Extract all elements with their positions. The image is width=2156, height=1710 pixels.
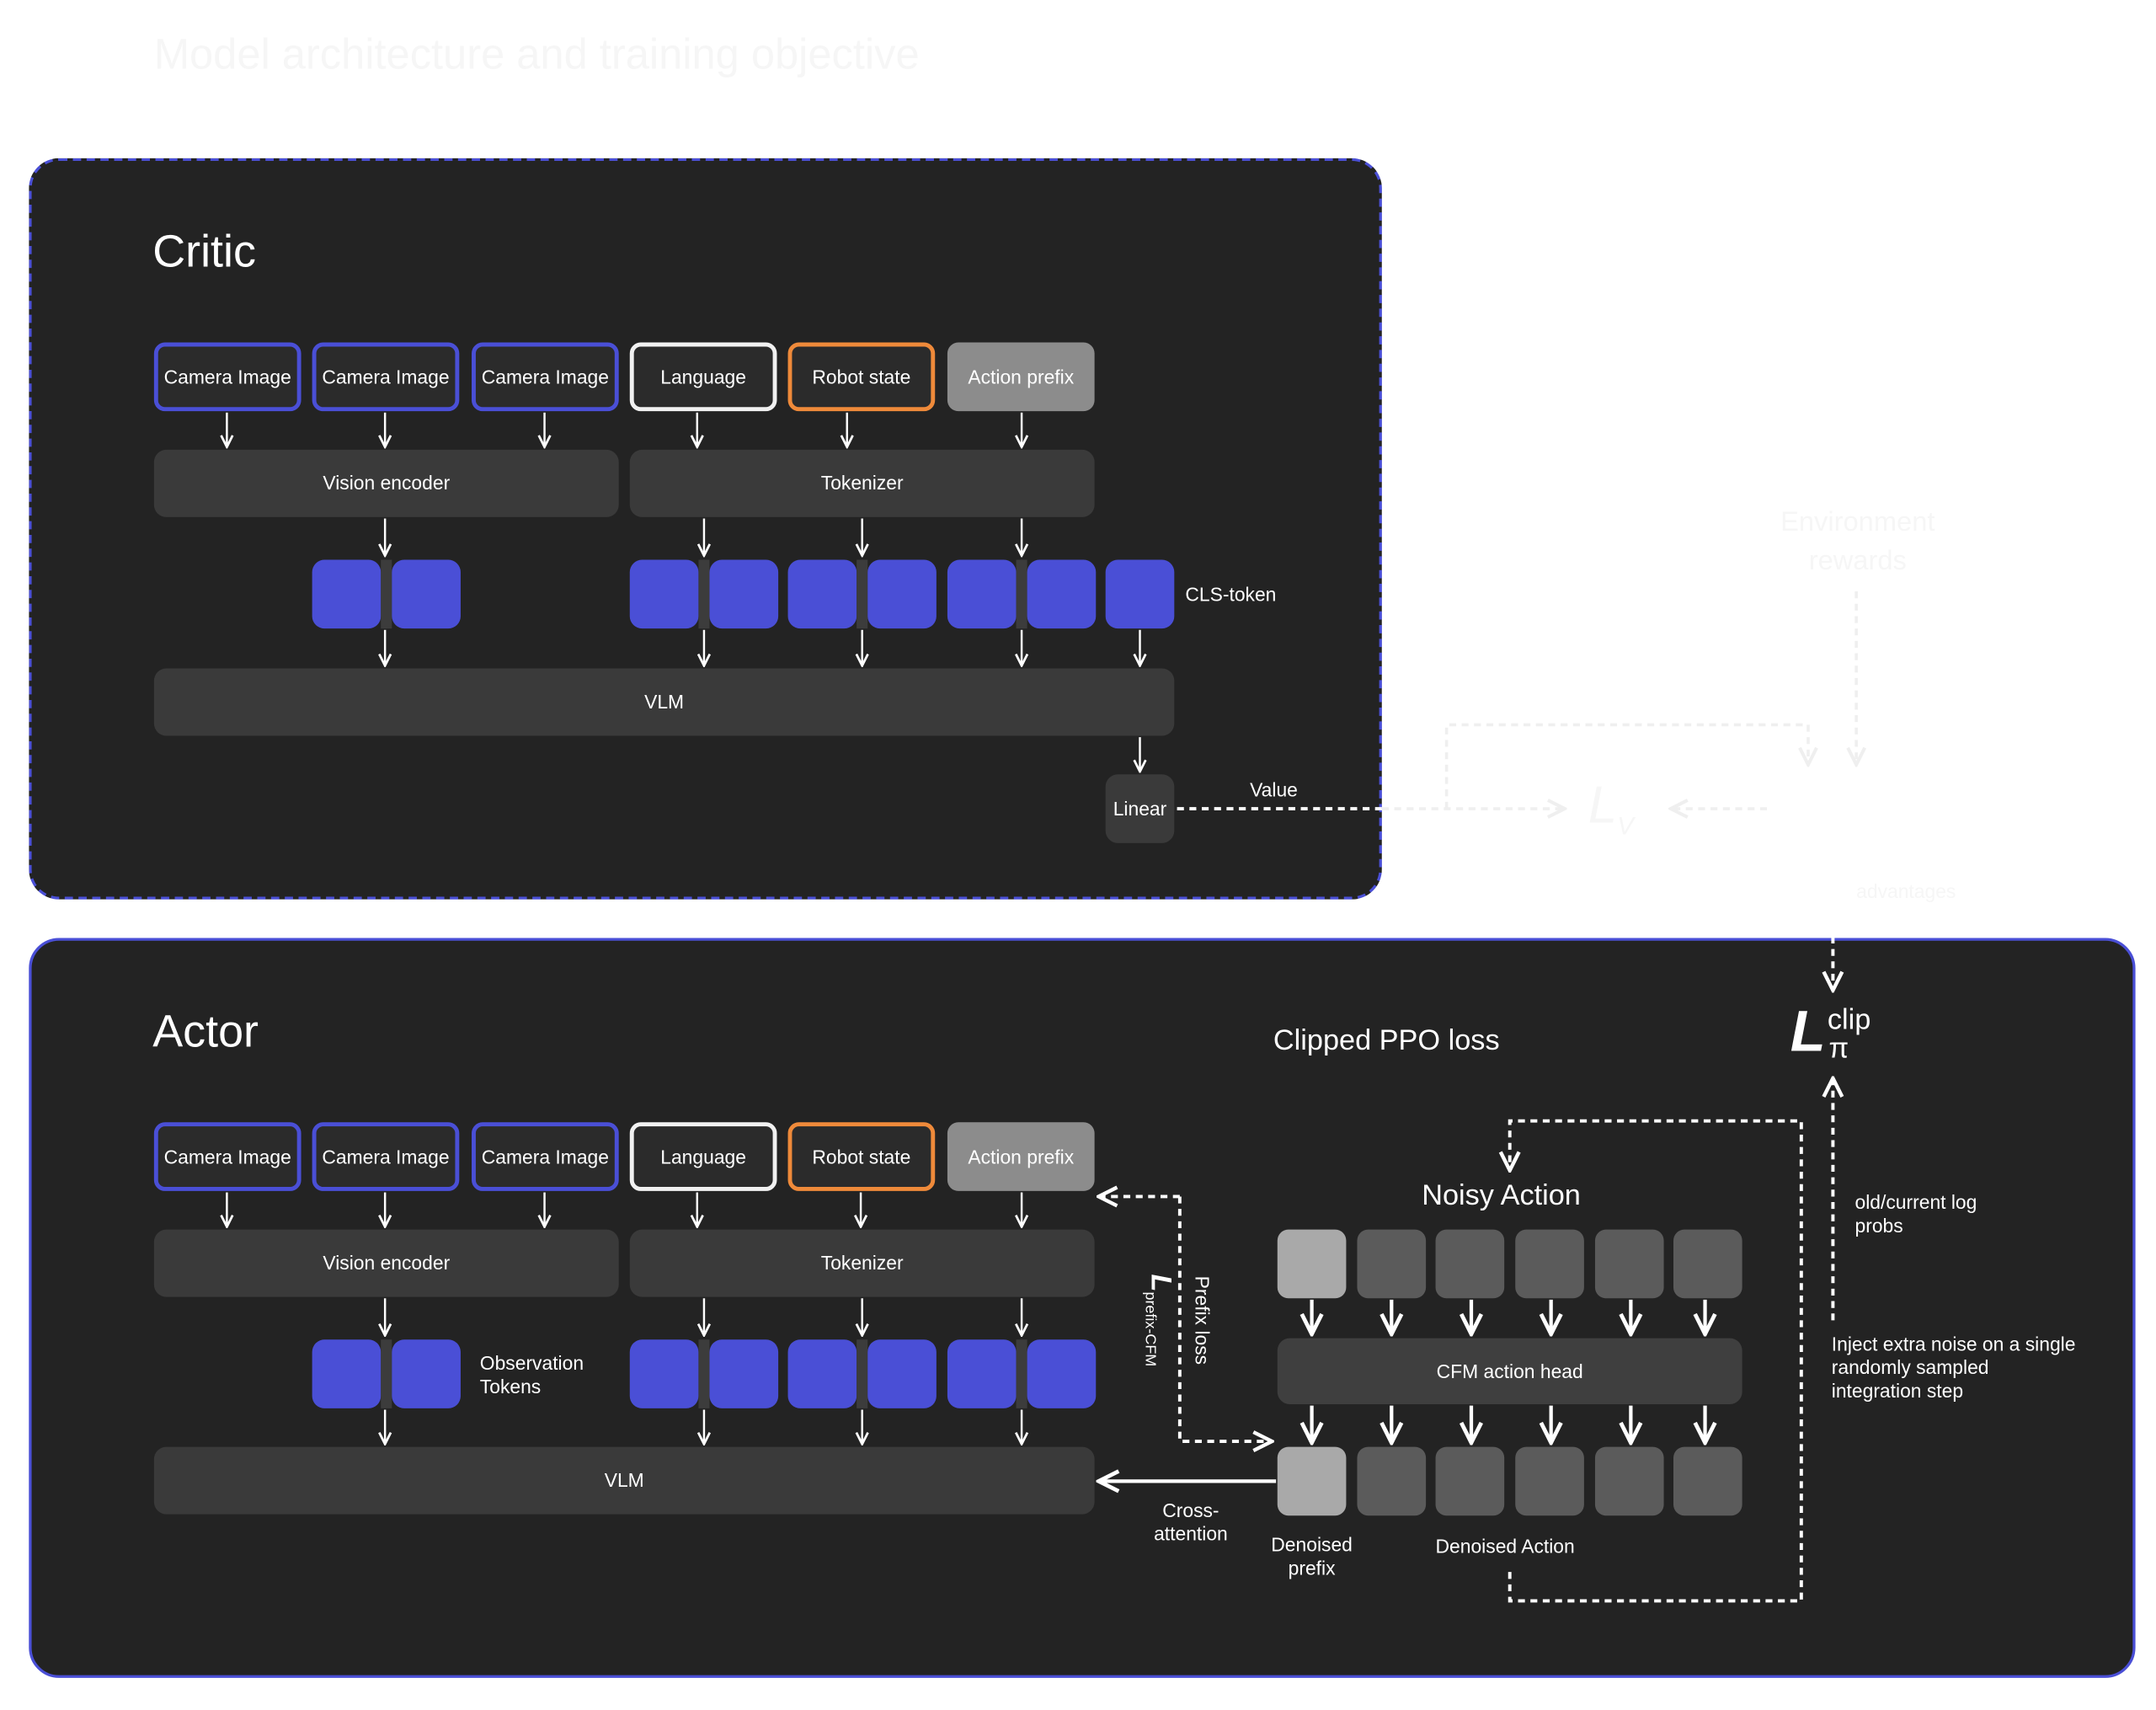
page-title: Model architecture and training objectiv… [153,29,920,79]
actor-vision-encoder: Vision encoder [153,1229,619,1297]
noisy-action-label: Noisy Action [1422,1179,1581,1212]
token-notch [698,559,710,629]
actor-input-action-prefix: Action prefix [947,1122,1095,1191]
actor-token [867,1339,937,1408]
token-notch [857,1339,868,1408]
noisy-action-step [1435,1229,1505,1299]
actor-input-language: Language [629,1122,777,1191]
token-notch [857,559,868,629]
advantages-label: advantages [1856,879,1956,903]
noisy-action-step [1515,1229,1584,1299]
denoised-action-step [1594,1446,1664,1516]
cross-attention-label: Cross- attention [1154,1499,1228,1545]
cls-token [1105,559,1175,629]
actor-token [787,1339,857,1408]
value-label: Value [1250,778,1298,801]
critic-token [392,559,461,629]
actor-token [709,1339,779,1408]
critic-vlm: VLM [153,668,1175,736]
actor-panel [29,938,2136,1678]
cls-token-label: CLS-token [1185,583,1277,606]
critic-token [1027,559,1097,629]
critic-token [312,559,382,629]
noisy-action-step [1673,1229,1742,1299]
actor-heading: Actor [152,1005,259,1056]
actor-tokenizer: Tokenizer [629,1229,1095,1297]
cfm-action-head: CFM action head [1277,1338,1742,1404]
inject-noise-label: Inject extra noise on a single randomly … [1831,1333,2076,1402]
critic-input-camera-1: Camera Image [153,342,302,412]
denoised-action-step [1673,1446,1742,1516]
actor-input-robot-state: Robot state [787,1122,936,1191]
critic-heading: Critic [152,225,256,277]
observation-token [392,1339,461,1408]
actor-input-camera-1: Camera Image [153,1122,302,1191]
noisy-action-step [1594,1229,1664,1299]
noisy-action-step [1277,1229,1347,1299]
critic-token [629,559,699,629]
critic-input-camera-2: Camera Image [312,342,460,412]
denoised-action-step [1357,1446,1427,1516]
token-notch [1016,1339,1027,1408]
critic-linear: Linear [1105,774,1175,843]
old-current-logprobs-label: old/current log probs [1854,1190,1977,1237]
actor-token [629,1339,699,1408]
critic-input-action-prefix: Action prefix [947,342,1095,412]
critic-input-robot-state: Robot state [787,342,936,412]
critic-input-camera-3: Camera Image [472,342,619,412]
noisy-action-step [1357,1229,1427,1299]
actor-token [947,1339,1017,1408]
denoised-action-label: Denoised Action [1435,1535,1575,1558]
actor-input-camera-2: Camera Image [312,1122,460,1191]
critic-tokenizer: Tokenizer [629,449,1095,517]
environment-rewards-label: Environment rewards [1780,507,1935,577]
denoised-prefix-label: Denoised prefix [1271,1533,1353,1579]
token-notch [698,1339,710,1408]
critic-token [947,559,1017,629]
lclip-symbol: L clip π [1790,998,1871,1065]
actor-vlm: VLM [153,1446,1095,1515]
critic-token [787,559,857,629]
observation-token [312,1339,382,1408]
actor-input-camera-3: Camera Image [472,1122,619,1191]
clipped-ppo-loss-label: Clipped PPO loss [1273,1024,1500,1056]
token-notch [381,1339,392,1408]
denoised-action-step [1435,1446,1505,1516]
denoised-prefix-step [1277,1446,1347,1516]
critic-token [709,559,779,629]
critic-vision-encoder: Vision encoder [153,449,619,517]
token-notch [1016,559,1027,629]
lv-symbol: LV [1588,777,1634,840]
actor-token [1027,1339,1097,1408]
critic-input-language: Language [629,342,777,412]
token-notch [381,559,392,629]
denoised-action-step [1515,1446,1584,1516]
critic-token [867,559,937,629]
observation-tokens-label: Observation Tokens [479,1351,584,1397]
